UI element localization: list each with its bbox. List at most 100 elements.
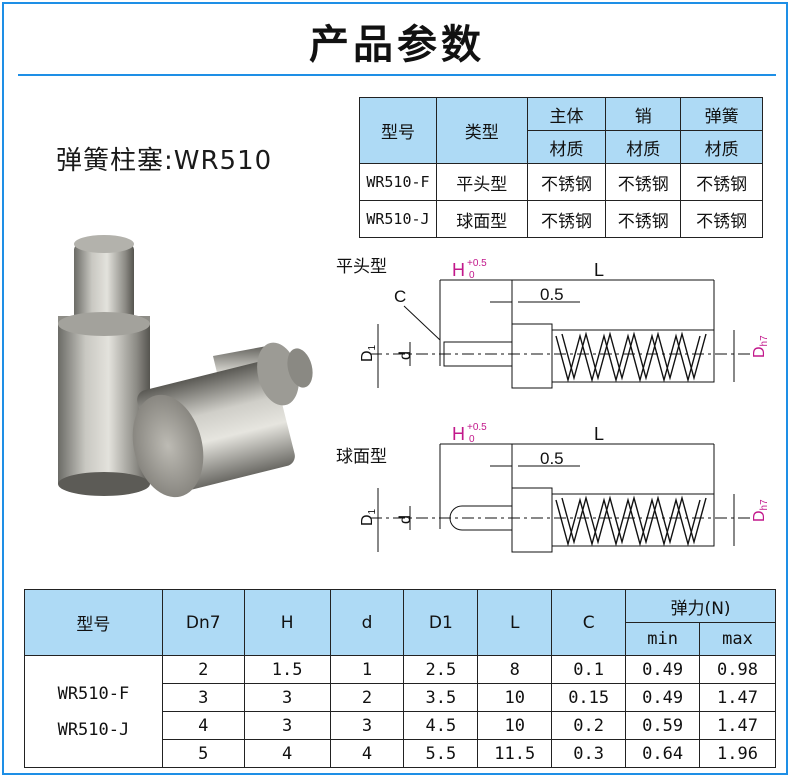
spec-header-l: L (477, 589, 553, 656)
ball-type-outline (370, 443, 750, 553)
product-photo (58, 235, 313, 498)
spec-cell-c: 0.15 (551, 683, 627, 712)
material-cell-spring: 不锈钢 (680, 200, 763, 238)
spec-header-h: H (243, 589, 331, 656)
material-cell-body: 不锈钢 (526, 200, 607, 238)
dim-h-label: H (452, 260, 465, 280)
spec-header-d: d (329, 589, 405, 656)
dim-05-label: 0.5 (540, 285, 564, 304)
spec-model-f: WR510-F (57, 683, 130, 704)
ball-d1-label: D1 (359, 508, 378, 526)
spec-header-c: C (551, 589, 627, 656)
spec-cell-d1: 2.5 (403, 655, 479, 684)
spec-cell-dn7: 5 (161, 739, 245, 768)
page-title: 产品参数 (309, 22, 485, 68)
material-cell-body: 不锈钢 (526, 163, 607, 201)
flat-dh7-label: Dh7 (751, 335, 770, 358)
flat-d1-label: D1 (359, 344, 378, 362)
material-table: 型号 类型 主体 销 弹簧 材质 材质 材质 WR510-F 平头型 不锈钢 不… (359, 97, 763, 238)
spec-model-j: WR510-J (57, 719, 130, 740)
table-row: WR510-J 球面型 不锈钢 不锈钢 不锈钢 (359, 200, 763, 238)
spec-cell-d: 2 (329, 683, 405, 712)
spec-cell-max: 1.96 (699, 739, 776, 768)
spec-cell-max: 0.98 (699, 655, 776, 684)
material-header-spring: 弹簧 (680, 97, 763, 131)
ball-type-label: 球面型 (336, 447, 387, 466)
material-cell-spring: 不锈钢 (680, 163, 763, 201)
spec-cell-d: 3 (329, 711, 405, 740)
flat-type-label: 平头型 (336, 257, 387, 276)
header-divider (18, 74, 776, 76)
lying-plunger (132, 342, 313, 498)
spec-cell-dn7: 3 (161, 683, 245, 712)
dim-c-label: C (394, 287, 406, 306)
spec-cell-c: 0.1 (551, 655, 627, 684)
spec-cell-min: 0.49 (625, 655, 701, 684)
table-row: 4 3 3 4.5 10 0.2 0.59 1.47 (25, 711, 776, 740)
table-row: WR510-F WR510-J 2 1.5 1 2.5 8 0.1 0.49 0… (24, 655, 776, 768)
ball-d1-label-sub: 1 (367, 508, 378, 514)
spec-cell-min: 0.59 (625, 711, 701, 740)
dim-l-label-2: L (594, 424, 604, 444)
material-header-type: 类型 (435, 97, 528, 164)
spec-cell-max: 1.47 (699, 711, 776, 740)
material-cell-type: 球面型 (435, 200, 528, 238)
spec-header-dn7: Dn7 (161, 589, 245, 656)
ball-type-spring (555, 495, 707, 547)
material-cell-model: WR510-J (359, 200, 437, 238)
material-header-pin: 销 (605, 97, 682, 131)
spec-header-d1: D1 (403, 589, 479, 656)
dim-h-lower: 0 (469, 270, 475, 281)
upright-plunger (58, 235, 150, 496)
dim-h-lower-2: 0 (469, 434, 475, 445)
material-subheader: 材质 (680, 130, 763, 164)
spec-cell-c: 0.2 (551, 711, 627, 740)
product-name: 弹簧柱塞:WR510 (56, 146, 273, 176)
material-header-body: 主体 (526, 97, 607, 131)
dim-05-label-2: 0.5 (540, 449, 564, 468)
table-row: 5 4 4 5.5 11.5 0.3 0.64 1.96 (25, 739, 776, 768)
flat-type-spring (555, 331, 707, 383)
spec-cell-c: 0.3 (551, 739, 627, 768)
spec-cell-l: 11.5 (477, 739, 553, 768)
spec-cell-l: 10 (477, 711, 553, 740)
material-cell-pin: 不锈钢 (605, 163, 682, 201)
spec-cell-min: 0.64 (625, 739, 701, 768)
spec-cell-h: 4 (243, 739, 331, 768)
flat-d-label: d (397, 351, 414, 360)
material-cell-type: 平头型 (435, 163, 528, 201)
material-subheader: 材质 (605, 130, 682, 164)
spec-cell-d: 1 (329, 655, 405, 684)
spec-cell-h: 3 (243, 711, 331, 740)
spec-cell-d1: 4.5 (403, 711, 479, 740)
flat-dh7-label-sub: h7 (759, 335, 770, 347)
ball-dh7-label-sub: h7 (759, 499, 770, 511)
spec-cell-h: 1.5 (243, 655, 331, 684)
ball-dh7-label: Dh7 (751, 499, 770, 522)
spec-cell-d1: 5.5 (403, 739, 479, 768)
flat-d1-label-sub: 1 (367, 344, 378, 350)
spec-cell-dn7: 2 (161, 655, 245, 684)
table-row: 3 3 2 3.5 10 0.15 0.49 1.47 (25, 683, 776, 712)
spec-header-min: min (625, 622, 701, 656)
spec-cell-max: 1.47 (699, 683, 776, 712)
dim-h-upper-2: +0.5 (467, 422, 487, 433)
spec-header-model: 型号 (24, 589, 163, 656)
dim-l-label: L (594, 260, 604, 280)
technical-drawing: 平头型 H +0.5 0 L C 0.5 (336, 257, 770, 553)
ball-d-label: d (397, 515, 414, 524)
material-cell-pin: 不锈钢 (605, 200, 682, 238)
spec-cell-dn7: 4 (161, 711, 245, 740)
dim-h-label-2: H (452, 424, 465, 444)
spec-model-cell: WR510-F WR510-J (24, 655, 163, 768)
spec-cell-d1: 3.5 (403, 683, 479, 712)
flat-type-outline (370, 279, 750, 389)
table-row: WR510-F 平头型 不锈钢 不锈钢 不锈钢 (359, 163, 763, 201)
material-cell-model: WR510-F (359, 163, 437, 201)
spec-cell-l: 10 (477, 683, 553, 712)
spec-header-max: max (699, 622, 776, 656)
dim-h-upper: +0.5 (467, 258, 487, 269)
spec-header-force: 弹力(N) (625, 589, 776, 623)
spec-cell-h: 3 (243, 683, 331, 712)
spec-cell-min: 0.49 (625, 683, 701, 712)
